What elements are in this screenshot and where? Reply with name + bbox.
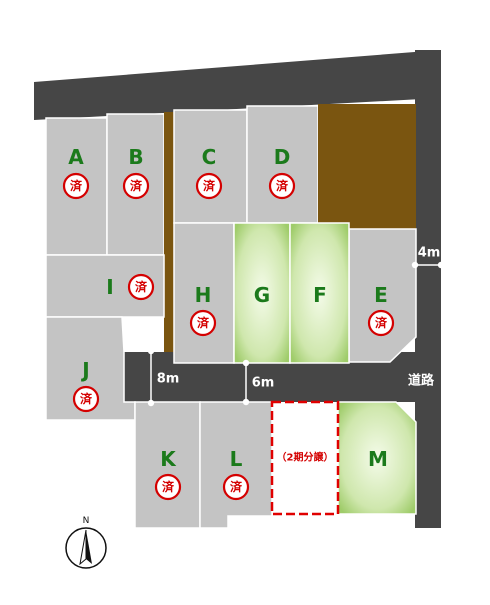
lot-label-c: C bbox=[202, 145, 217, 169]
lot-label-g: G bbox=[254, 283, 270, 307]
road-label: 道路 bbox=[408, 373, 435, 389]
lot-label-d: D bbox=[274, 145, 291, 169]
road-label-6m: 6m bbox=[252, 376, 275, 391]
lot-label-f: F bbox=[313, 283, 327, 307]
lot-label-i: I bbox=[106, 275, 113, 299]
lot-label-e: E bbox=[374, 283, 388, 307]
lot-j[interactable] bbox=[45, 316, 136, 421]
sold-badge-k-text: 済 bbox=[162, 479, 175, 494]
road-width-8m-dot-bottom bbox=[147, 399, 155, 407]
road-right bbox=[415, 50, 441, 528]
sold-badge-d-text: 済 bbox=[276, 178, 289, 193]
sold-badge-a: 済 bbox=[62, 172, 90, 200]
sold-badge-d: 済 bbox=[268, 172, 296, 200]
sold-badge-b-text: 済 bbox=[130, 178, 143, 193]
road-width-6m-dot-bottom bbox=[242, 398, 250, 406]
lot-label-m: M bbox=[368, 447, 388, 471]
phase2-label: （2期分譲） bbox=[277, 451, 334, 464]
lot-h[interactable] bbox=[173, 222, 235, 364]
sold-badge-l: 済 bbox=[222, 473, 250, 501]
brown-strip bbox=[164, 112, 174, 352]
sold-badge-e: 済 bbox=[367, 309, 395, 337]
road-width-4m-dot-right bbox=[437, 261, 445, 269]
lot-g[interactable] bbox=[233, 222, 291, 364]
sold-badge-h-text: 済 bbox=[197, 315, 210, 330]
lot-label-j: J bbox=[80, 358, 89, 382]
sold-badge-e-text: 済 bbox=[375, 315, 388, 330]
sold-badge-l-text: 済 bbox=[230, 479, 243, 494]
sold-badge-i: 済 bbox=[127, 273, 155, 301]
north-arrow-icon: N bbox=[65, 516, 107, 569]
sold-badge-c: 済 bbox=[195, 172, 223, 200]
lot-label-a: A bbox=[68, 145, 84, 169]
road-width-4m-dot-left bbox=[411, 261, 419, 269]
road-label-8m: 8m bbox=[157, 372, 180, 387]
lot-f[interactable] bbox=[289, 222, 350, 364]
north-label: N bbox=[83, 516, 90, 526]
sold-badge-a-text: 済 bbox=[70, 178, 83, 193]
sold-badge-c-text: 済 bbox=[203, 178, 216, 193]
sold-badge-h: 済 bbox=[189, 309, 217, 337]
lot-phase2[interactable] bbox=[270, 400, 340, 516]
road-top bbox=[34, 50, 440, 120]
sold-badge-k: 済 bbox=[154, 473, 182, 501]
lot-label-h: H bbox=[195, 283, 212, 307]
road-width-8m-dot-top bbox=[147, 347, 155, 355]
lot-label-l: L bbox=[230, 447, 243, 471]
lot-label-b: B bbox=[128, 145, 143, 169]
road-label-4m: 4m bbox=[418, 246, 441, 261]
sold-badge-j: 済 bbox=[72, 385, 100, 413]
brown-block bbox=[318, 104, 416, 229]
sold-badge-i-text: 済 bbox=[135, 279, 148, 294]
sold-badge-j-text: 済 bbox=[80, 391, 93, 406]
road-width-6m-dot-top bbox=[242, 359, 250, 367]
sold-badge-b: 済 bbox=[122, 172, 150, 200]
lot-label-k: K bbox=[160, 447, 177, 471]
